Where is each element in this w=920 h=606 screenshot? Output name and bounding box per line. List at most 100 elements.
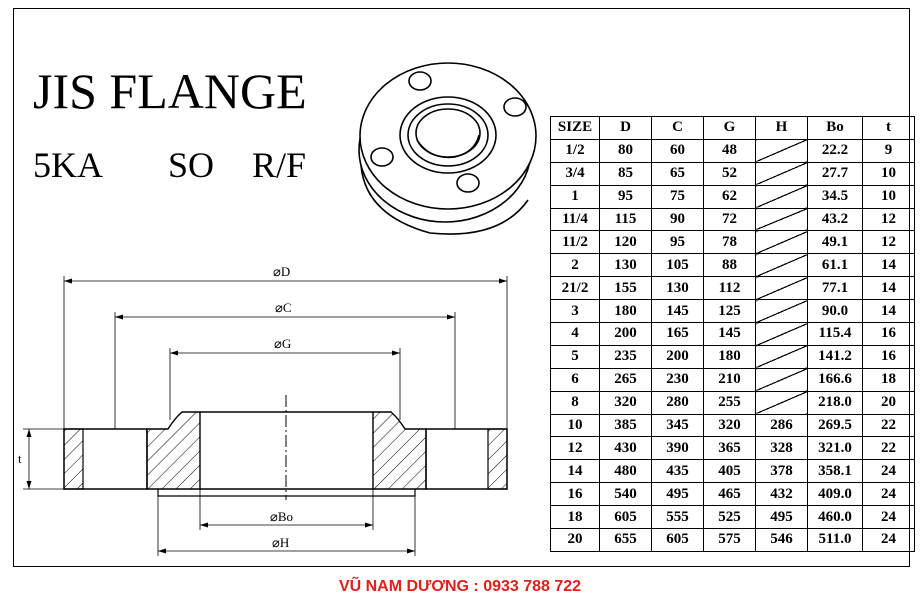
table-cell: 20 xyxy=(550,528,600,552)
table-cell xyxy=(755,276,808,301)
dim-label-c: ⌀C xyxy=(275,300,292,315)
table-cell: 115.4 xyxy=(807,322,863,346)
table-cell: 210 xyxy=(703,367,756,392)
table-cell: 555 xyxy=(651,505,704,530)
table-cell: 165 xyxy=(651,322,704,346)
table-cell xyxy=(755,207,808,232)
table-cell: 78 xyxy=(703,230,756,255)
dim-label-bo: ⌀Bo xyxy=(270,509,293,524)
face-type: R/F xyxy=(252,145,307,185)
table-cell xyxy=(755,367,808,392)
table-cell: 80 xyxy=(599,138,652,163)
table-cell: 48 xyxy=(703,138,756,163)
table-cell: 430 xyxy=(599,436,652,461)
table-cell: 2 xyxy=(550,253,600,278)
table-cell: 328 xyxy=(755,436,808,461)
table-cell: 72 xyxy=(703,207,756,232)
table-cell: 378 xyxy=(755,459,808,484)
table-cell: 85 xyxy=(599,161,652,186)
table-cell: 12 xyxy=(862,230,915,255)
table-cell: 21/2 xyxy=(550,276,600,301)
table-cell: 52 xyxy=(703,161,756,186)
table-cell: 61.1 xyxy=(807,253,863,278)
dim-label-g: ⌀G xyxy=(274,336,291,351)
dim-label-h: ⌀H xyxy=(272,535,289,550)
table-cell: 88 xyxy=(703,253,756,278)
table-cell: 255 xyxy=(703,390,756,415)
table-cell: 495 xyxy=(755,505,808,530)
table-cell xyxy=(755,253,808,278)
table-cell: 95 xyxy=(599,184,652,209)
table-cell: 16 xyxy=(862,322,915,346)
table-cell: 365 xyxy=(703,436,756,461)
table-cell: 10 xyxy=(862,161,915,186)
table-cell: 49.1 xyxy=(807,230,863,255)
table-cell: 95 xyxy=(651,230,704,255)
table-cell: 27.7 xyxy=(807,161,863,186)
table-cell: 62 xyxy=(703,184,756,209)
table-cell: 16 xyxy=(550,482,600,507)
table-cell: 130 xyxy=(651,276,704,301)
table-cell: 495 xyxy=(651,482,704,507)
flange-type: SO xyxy=(168,145,215,185)
table-cell xyxy=(755,390,808,415)
table-cell: 180 xyxy=(599,299,652,324)
table-cell: 112 xyxy=(703,276,756,301)
table-cell: 11/2 xyxy=(550,230,600,255)
table-cell: 525 xyxy=(703,505,756,530)
dim-label-d: ⌀D xyxy=(273,264,290,279)
table-cell: 14 xyxy=(550,459,600,484)
table-cell: 358.1 xyxy=(807,459,863,484)
table-cell: 105 xyxy=(651,253,704,278)
table-cell: 14 xyxy=(862,299,915,324)
table-cell: 14 xyxy=(862,253,915,278)
table-cell: 345 xyxy=(651,413,704,438)
table-cell: 125 xyxy=(703,299,756,324)
table-cell: 480 xyxy=(599,459,652,484)
column-header: C xyxy=(651,116,704,140)
table-cell: 605 xyxy=(599,505,652,530)
table-cell: 4 xyxy=(550,322,600,346)
table-cell: 115 xyxy=(599,207,652,232)
table-cell: 60 xyxy=(651,138,704,163)
contact-info: VŨ NAM DƯƠNG : 0933 788 722 xyxy=(338,578,582,595)
table-cell: 511.0 xyxy=(807,528,863,552)
table-cell xyxy=(755,138,808,163)
table-cell: 130 xyxy=(599,253,652,278)
table-cell: 230 xyxy=(651,367,704,392)
table-cell xyxy=(755,230,808,255)
table-cell xyxy=(755,322,808,346)
table-cell: 286 xyxy=(755,413,808,438)
flange-section-drawing xyxy=(23,276,508,556)
table-cell: 141.2 xyxy=(807,344,863,369)
table-cell: 3/4 xyxy=(550,161,600,186)
table-cell: 200 xyxy=(599,322,652,346)
table-cell xyxy=(755,161,808,186)
table-cell: 12 xyxy=(862,207,915,232)
dim-label-t: t xyxy=(18,451,22,466)
table-cell: 16 xyxy=(862,344,915,369)
table-cell: 540 xyxy=(599,482,652,507)
table-cell: 10 xyxy=(862,184,915,209)
table-cell: 1/2 xyxy=(550,138,600,163)
table-cell: 22 xyxy=(862,436,915,461)
table-cell: 409.0 xyxy=(807,482,863,507)
table-cell: 43.2 xyxy=(807,207,863,232)
column-header: t xyxy=(862,116,915,140)
table-cell: 24 xyxy=(862,528,915,552)
